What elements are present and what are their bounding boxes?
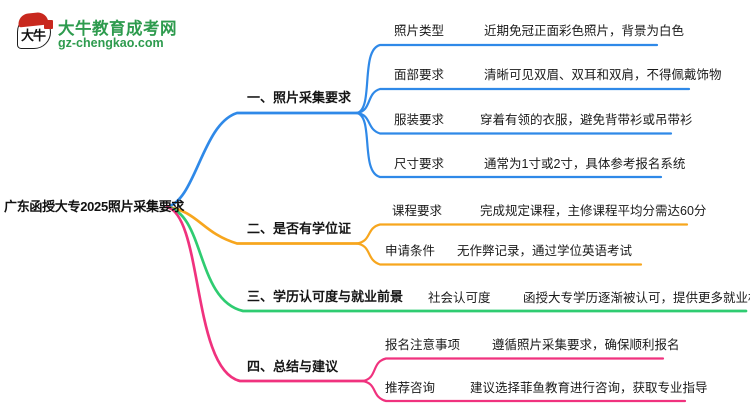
leaf-value: 完成规定课程，主修课程平均分需达60分: [480, 204, 707, 218]
leaf-value: 近期免冠正面彩色照片，背景为白色: [484, 24, 685, 38]
leaf-label: 服装要求: [394, 113, 445, 127]
site-logo[interactable]: 大牛 大牛教育成考网 gz-chengkao.com: [0, 0, 230, 70]
leaf-label: 尺寸要求: [394, 157, 445, 171]
root-node: 广东函授大专2025照片采集要求: [4, 199, 185, 214]
leaf-label: 申请条件: [385, 244, 436, 258]
leaf-label: 报名注意事项: [385, 338, 461, 352]
logo-seal-icon: [44, 20, 53, 29]
branch-4-label: 四、总结与建议: [247, 359, 339, 374]
leaf-value: 遵循照片采集要求，确保顺利报名: [492, 338, 680, 352]
leaf-label: 面部要求: [394, 68, 445, 82]
leaf-label: 社会认可度: [428, 291, 491, 305]
leaf-value: 无作弊记录，通过学位英语考试: [457, 244, 633, 258]
leaf-value: 建议选择菲鱼教育进行咨询，获取专业指导: [470, 381, 708, 395]
leaf-value: 穿着有领的衣服，避免背带衫或吊带衫: [480, 113, 693, 127]
branch-3-label: 三、学历认可度与就业前景: [247, 289, 404, 304]
logo-icon-text: 大牛: [20, 28, 46, 43]
leaf-label: 照片类型: [394, 24, 445, 38]
branch-2-label: 二、是否有学位证: [247, 221, 352, 236]
leaf-value: 清晰可见双眉、双耳和双肩，不得佩戴饰物: [484, 68, 722, 82]
leaf-value: 函授大专学历逐渐被认可，提供更多就业机会: [523, 291, 750, 305]
leaf-label: 课程要求: [392, 204, 443, 218]
leaf-label: 推荐咨询: [385, 381, 436, 395]
site-url: gz-chengkao.com: [58, 36, 164, 50]
logo-bull-icon: 大牛: [17, 11, 53, 49]
site-name: 大牛教育成考网: [58, 20, 177, 38]
branch-1-label: 一、照片采集要求: [247, 90, 352, 105]
leaf-value: 通常为1寸或2寸，具体参考报名系统: [484, 157, 686, 171]
